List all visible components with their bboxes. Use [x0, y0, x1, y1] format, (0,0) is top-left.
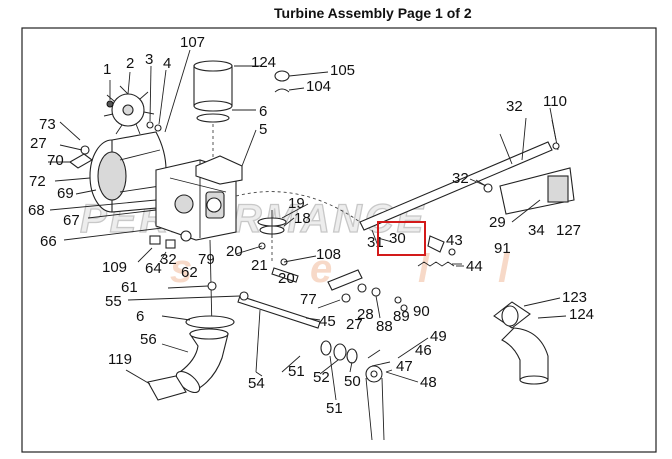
callout-label: 123 [562, 289, 587, 306]
watermark-glyph: l [418, 247, 432, 291]
callout-label: 27 [346, 316, 363, 333]
callout-label: 72 [29, 173, 46, 190]
callout-label: 88 [376, 318, 393, 335]
callout-label: 64 [145, 260, 162, 277]
callout-label: 52 [313, 369, 330, 386]
callout-label: 69 [57, 185, 74, 202]
callout-label: 79 [198, 251, 215, 268]
bracket [69, 153, 93, 169]
callout-label: 3 [145, 51, 153, 68]
callout-label: 4 [163, 55, 171, 72]
callout-label: 108 [316, 246, 341, 263]
washer [146, 121, 154, 129]
callout-label: 34 [528, 222, 545, 239]
diagram-frame [21, 27, 657, 453]
callout-label: 47 [396, 358, 413, 375]
callout-label: 70 [47, 152, 64, 169]
callout-label: 28 [357, 306, 374, 323]
callout-label: 62 [181, 264, 198, 281]
callout-label: 6 [259, 103, 267, 120]
leader-lines [235, 178, 541, 401]
bolt [149, 235, 161, 245]
callout-label: 51 [288, 363, 305, 380]
callout-label: 54 [248, 375, 265, 392]
discharge-elbow [493, 297, 567, 385]
callout-label: 46 [415, 342, 432, 359]
page-title: Turbine Assembly Page 1 of 2 [274, 5, 472, 21]
callout-label: 124 [251, 54, 276, 71]
pin [271, 267, 299, 283]
callout-label: 30 [389, 230, 406, 247]
callout-label: 107 [180, 34, 205, 51]
callout-label: 51 [326, 400, 343, 417]
intake-pipe [193, 60, 233, 160]
callout-label: 90 [413, 303, 430, 320]
callout-label: 43 [446, 232, 463, 249]
pin [80, 145, 90, 155]
callout-label: 50 [344, 373, 361, 390]
clamp [274, 70, 329, 93]
callout-label: 5 [259, 121, 267, 138]
callout-label: 20 [226, 243, 243, 260]
callout-label: 124 [569, 306, 594, 323]
watermark-glyph: e [310, 247, 335, 291]
watermark-glyph: s [170, 247, 195, 291]
callout-label: 6 [136, 308, 144, 325]
outlet-elbow [175, 315, 235, 394]
callout-label: 49 [430, 328, 447, 345]
callout-label: 73 [39, 116, 56, 133]
drive-shaft [209, 239, 321, 373]
callouts: 1 2 3 4 107 124 105 104 6 5 32 110 73 27… [28, 34, 594, 417]
callout-label: 45 [319, 313, 336, 330]
screw [106, 100, 114, 108]
spring-assembly [417, 235, 462, 267]
callout-label: 91 [494, 240, 511, 257]
parts-drawing [48, 49, 575, 441]
washer [207, 281, 217, 291]
callout-label: 110 [543, 93, 567, 110]
washer [154, 124, 162, 132]
pulley [257, 210, 287, 238]
highlight-box [377, 221, 426, 256]
callout-label: 104 [306, 78, 331, 95]
callout-label: 2 [126, 55, 134, 72]
callout-label: 48 [420, 374, 437, 391]
callout-label: 68 [28, 202, 45, 219]
callout-label: 89 [393, 308, 410, 325]
callout-label: 119 [108, 351, 132, 368]
bolt [165, 239, 176, 249]
callout-label: 61 [121, 279, 138, 296]
callout-label: 55 [105, 293, 122, 310]
gasket [147, 375, 187, 401]
watermark-glyph: l [498, 247, 512, 291]
callout-label: 66 [40, 233, 57, 250]
callout-label: 21 [251, 257, 268, 274]
callout-label: 1 [103, 61, 111, 78]
impeller-fan [103, 85, 155, 135]
callout-label: 32 [160, 251, 177, 268]
callout-label: 109 [102, 259, 127, 276]
callout-label: 27 [30, 135, 47, 152]
callout-label: 56 [140, 331, 157, 348]
washer [180, 230, 192, 242]
belt-pulleys [320, 340, 393, 441]
callout-label: 67 [63, 212, 80, 229]
callout-label: 127 [556, 222, 581, 239]
gearcase [155, 155, 243, 241]
callout-label: 18 [294, 210, 311, 227]
callout-label: 32 [506, 98, 523, 115]
callout-label: 31 [367, 234, 384, 251]
callout-label: 20 [278, 270, 295, 287]
control-arm [359, 107, 575, 231]
callout-label: 29 [489, 214, 506, 231]
callout-label: 77 [300, 291, 317, 308]
callout-label: 32 [452, 170, 469, 187]
callout-label: 105 [330, 62, 355, 79]
linkage [317, 269, 408, 319]
callout-label: 44 [466, 258, 483, 275]
